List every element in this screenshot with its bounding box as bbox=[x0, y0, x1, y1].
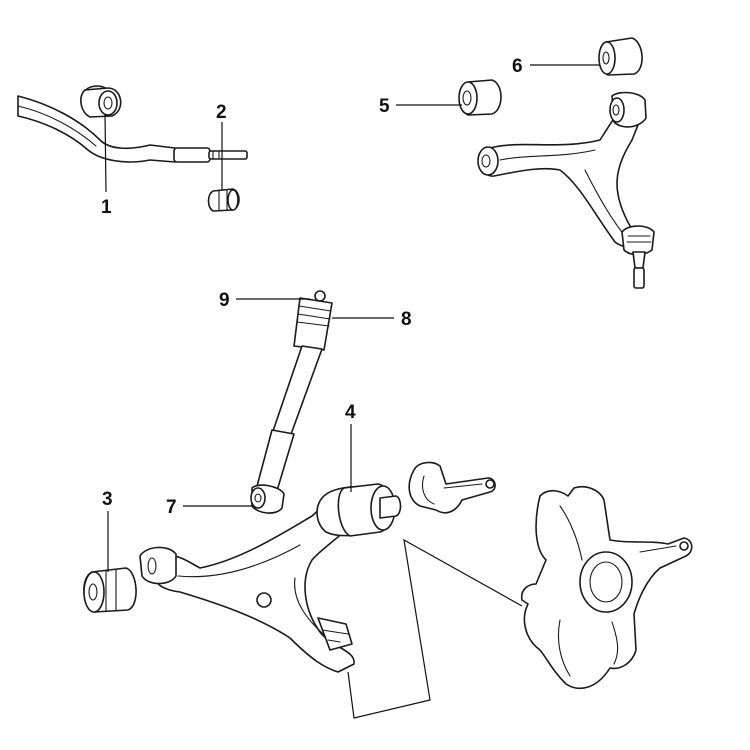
callout-4: 4 bbox=[345, 402, 356, 423]
callout-3: 3 bbox=[102, 489, 113, 510]
stabilizer-bushing-part-2 bbox=[207, 188, 240, 212]
callout-9: 9 bbox=[219, 290, 230, 311]
bushing-clamp-bracket bbox=[408, 461, 496, 514]
upper-arm-bushing-part-6 bbox=[598, 37, 643, 76]
callout-1: 1 bbox=[101, 197, 112, 218]
lower-control-arm bbox=[139, 499, 357, 673]
lower-arm-bushing-part-4 bbox=[316, 483, 402, 537]
callout-8: 8 bbox=[401, 309, 412, 330]
leader-lines bbox=[104, 64, 600, 719]
callout-6: 6 bbox=[512, 56, 523, 77]
callout-labels: 1 2 3 4 5 6 7 8 9 bbox=[101, 56, 523, 518]
steering-knuckle bbox=[520, 485, 693, 690]
upper-arm-bushing-part-5 bbox=[458, 79, 502, 116]
stabilizer-bushing-part-1 bbox=[80, 85, 122, 118]
callout-7: 7 bbox=[166, 497, 177, 518]
callout-2: 2 bbox=[216, 102, 227, 123]
callout-5: 5 bbox=[379, 96, 390, 117]
shock-absorber bbox=[250, 290, 333, 514]
stabilizer-bar bbox=[17, 95, 248, 163]
upper-control-arm bbox=[477, 91, 655, 289]
lower-arm-bushing-part-3 bbox=[83, 567, 137, 613]
